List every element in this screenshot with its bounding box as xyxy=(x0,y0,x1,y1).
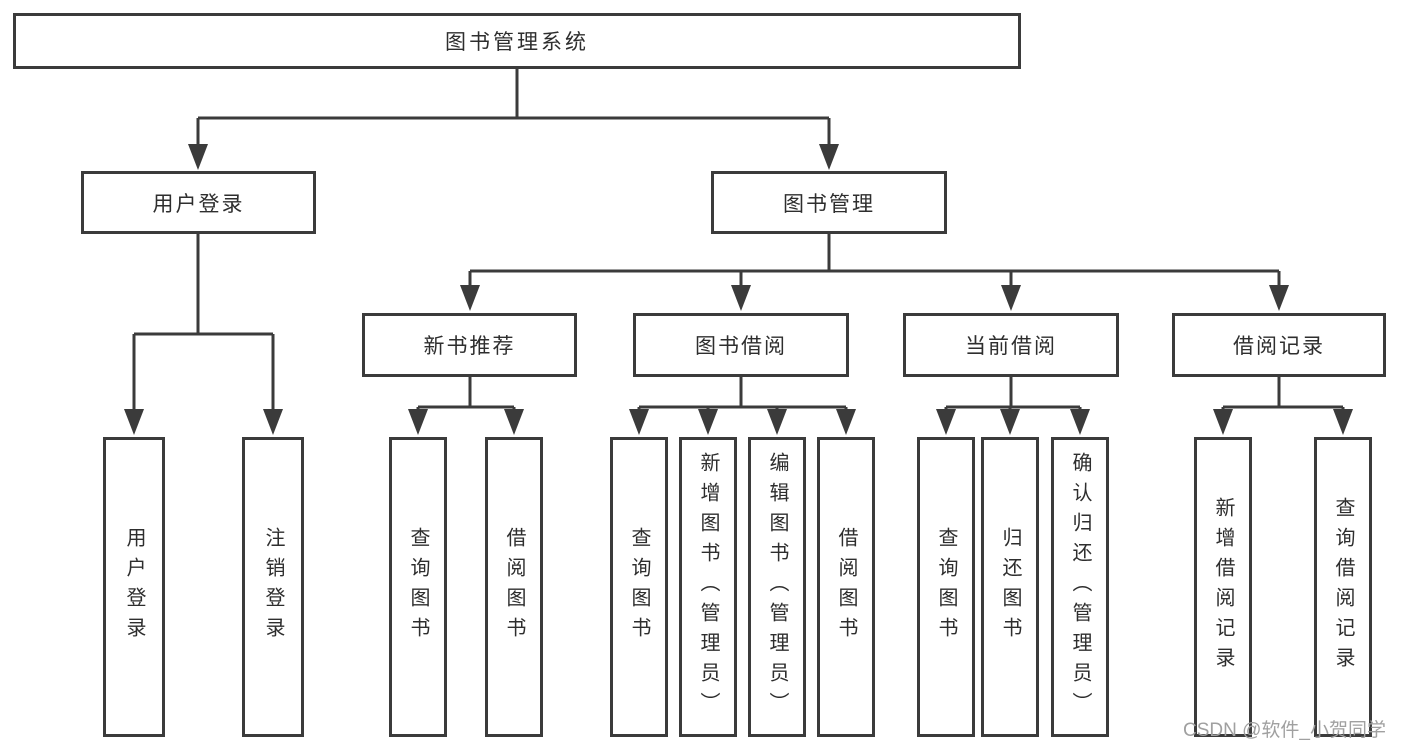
node-book-management: 图书管理 xyxy=(711,171,947,234)
connector-new-book-recommend xyxy=(416,377,516,411)
leaf-logout: 注销登录 xyxy=(242,437,304,737)
leaf-bb-add-book-admin: 新增图书（管理员） xyxy=(679,437,737,737)
arrowhead-icon xyxy=(1213,409,1233,435)
leaf-br-add-record: 新增借阅记录 xyxy=(1194,437,1252,737)
leaf-cb-query-books: 查询图书 xyxy=(917,437,975,737)
leaf-nbr-query-books: 查询图书 xyxy=(389,437,447,737)
leaf-user-login: 用户登录 xyxy=(103,437,165,737)
arrowhead-icon xyxy=(1000,409,1020,435)
leaf-cb-confirm-return-admin: 确认归还（管理员） xyxy=(1051,437,1109,737)
arrowhead-icon xyxy=(767,409,787,435)
csdn-watermark: CSDN @软件_小贺同学 xyxy=(1183,720,1386,741)
arrowhead-icon xyxy=(1001,285,1021,311)
node-book-borrowing: 图书借阅 xyxy=(633,313,849,377)
arrowhead-icon xyxy=(408,409,428,435)
node-borrow-records: 借阅记录 xyxy=(1172,313,1386,377)
connector-book-borrowing xyxy=(637,377,848,411)
arrowhead-icon xyxy=(936,409,956,435)
arrowhead-icon xyxy=(460,285,480,311)
arrowhead-icon xyxy=(629,409,649,435)
arrowhead-icon xyxy=(836,409,856,435)
node-new-book-recommend: 新书推荐 xyxy=(362,313,577,377)
leaf-bb-edit-book-admin: 编辑图书（管理员） xyxy=(748,437,806,737)
arrowhead-icon xyxy=(1070,409,1090,435)
leaf-br-query-record: 查询借阅记录 xyxy=(1314,437,1372,737)
arrowhead-icon xyxy=(504,409,524,435)
connector-book-management xyxy=(468,234,1281,287)
node-current-borrowing: 当前借阅 xyxy=(903,313,1119,377)
connector-current-borrowing xyxy=(944,377,1082,411)
arrowhead-icon xyxy=(1269,285,1289,311)
leaf-bb-borrow-books: 借阅图书 xyxy=(817,437,875,737)
leaf-bb-query-books: 查询图书 xyxy=(610,437,668,737)
arrowhead-icon xyxy=(124,409,144,435)
connector-root xyxy=(196,69,831,146)
connector-user-login xyxy=(132,234,275,410)
leaf-nbr-borrow-books: 借阅图书 xyxy=(485,437,543,737)
arrowhead-icon xyxy=(1333,409,1353,435)
arrowhead-icon xyxy=(819,144,839,170)
arrowhead-icon xyxy=(698,409,718,435)
arrowhead-icon xyxy=(731,285,751,311)
leaf-cb-return-books: 归还图书 xyxy=(981,437,1039,737)
arrowhead-icon xyxy=(188,144,208,170)
connector-borrow-records xyxy=(1221,377,1345,411)
node-user-login: 用户登录 xyxy=(81,171,316,234)
node-root: 图书管理系统 xyxy=(13,13,1021,69)
arrowhead-icon xyxy=(263,409,283,435)
